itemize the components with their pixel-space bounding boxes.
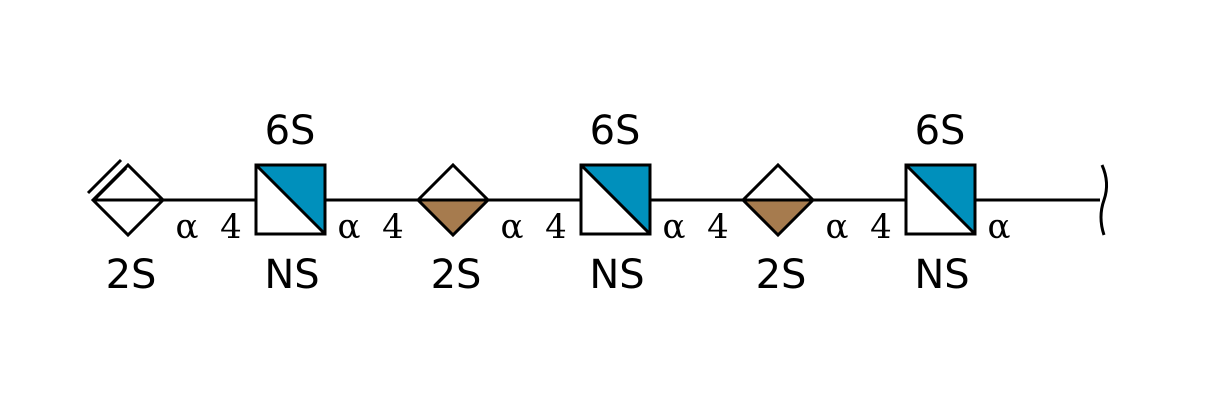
idoa-fill (743, 200, 813, 235)
residue-5-mod-above: 6S (915, 108, 966, 154)
linkage-0-anomer: α (176, 207, 199, 247)
residue-square-glcn (254, 163, 327, 236)
residue-diamond-unsaturated (86, 158, 166, 238)
linkage-3-anomer: α (663, 207, 686, 247)
residue-4-mod-below: 2S (756, 252, 807, 298)
residue-diamond-idoa (415, 162, 491, 238)
linkage-1-position: 4 (382, 207, 404, 247)
linkage-2-anomer: α (501, 207, 524, 247)
linkage-2-position: 4 (545, 207, 567, 247)
residue-1-mod-below: NS (264, 252, 319, 298)
idoa-fill (418, 200, 488, 235)
linkage-3-position: 4 (707, 207, 729, 247)
residue-square-glcn (579, 163, 652, 236)
residue-5-mod-below: NS (914, 252, 969, 298)
linkage-0-position: 4 (220, 207, 242, 247)
linkage-4-anomer: α (826, 207, 849, 247)
residue-3-mod-below: NS (589, 252, 644, 298)
residue-square-glcn (904, 163, 977, 236)
linkage-5-anomer: α (988, 207, 1011, 247)
linkage-1-anomer: α (338, 207, 361, 247)
linkage-4-position: 4 (870, 207, 892, 247)
residue-3-mod-above: 6S (590, 108, 641, 154)
residue-0-mod-below: 2S (106, 252, 157, 298)
reducing-end-bracket (1099, 164, 1109, 236)
residue-diamond-idoa (740, 162, 816, 238)
residue-2-mod-below: 2S (431, 252, 482, 298)
residue-1-mod-above: 6S (265, 108, 316, 154)
